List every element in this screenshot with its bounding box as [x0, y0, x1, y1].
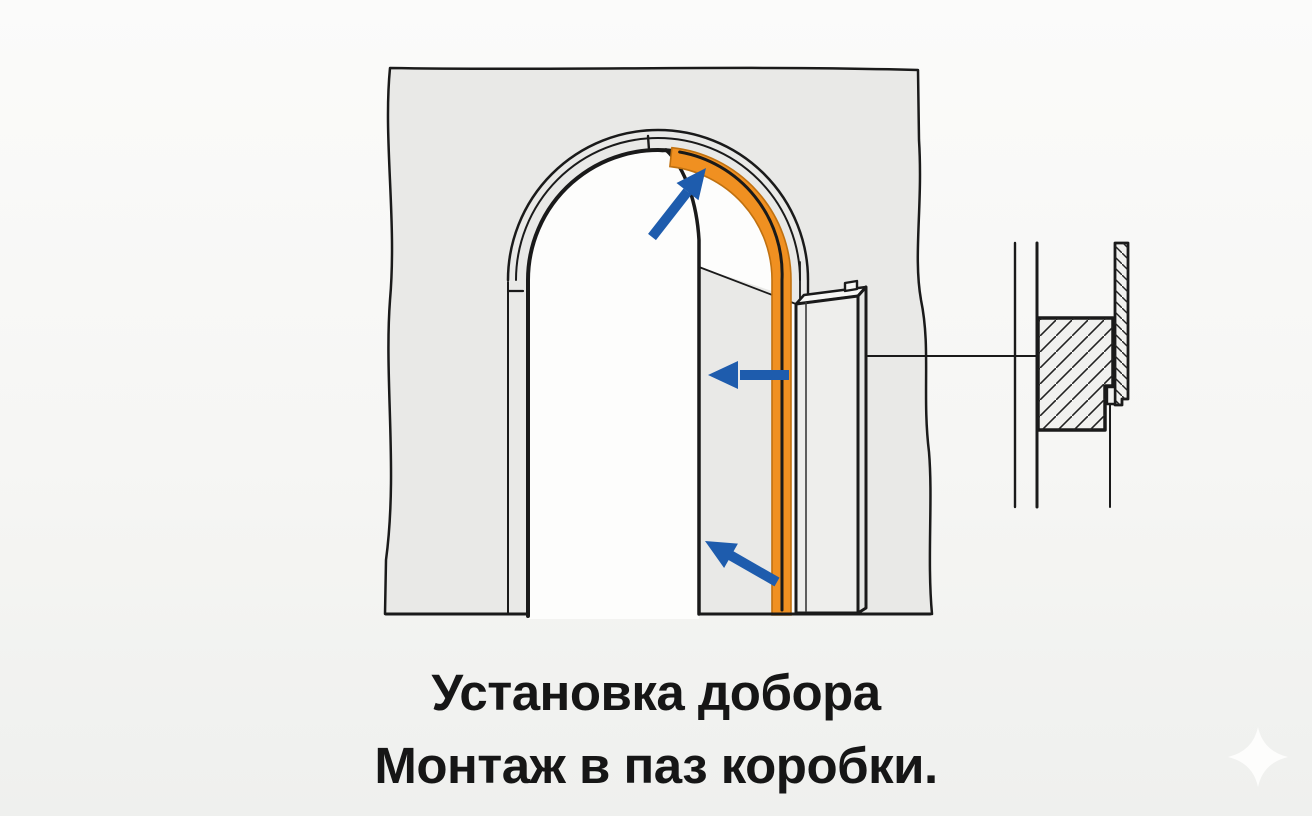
caption-line-1: Установка добора	[431, 664, 881, 721]
groove-joint-line	[678, 150, 784, 612]
detail-wall-lines	[1013, 241, 1039, 509]
detail-frame-section	[1036, 316, 1115, 432]
dobor-panel	[794, 279, 868, 615]
detail-view	[1013, 241, 1130, 509]
arch-opening	[528, 150, 796, 619]
front-arch-edge	[526, 148, 676, 618]
caption-line-2: Монтаж в паз коробки.	[374, 737, 938, 794]
jamb-reveal	[699, 268, 775, 614]
sparkle-icon	[1228, 727, 1288, 787]
install-arrows	[648, 168, 789, 587]
install-arrow-middle	[708, 361, 789, 389]
panel-groove-tab	[843, 279, 859, 293]
caption: Установка добора Монтаж в паз коробки.	[0, 656, 1312, 802]
detail-dobor-section	[1105, 241, 1130, 407]
install-arrow-bottom	[705, 541, 780, 587]
install-arrow-top	[648, 168, 706, 241]
